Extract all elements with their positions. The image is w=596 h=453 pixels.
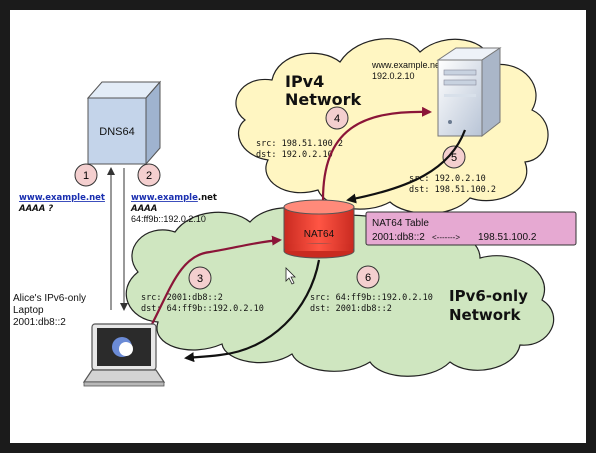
- response-address: 64:ff9b::192.0.2.10: [131, 214, 206, 224]
- diagram-canvas: DNS64 1 2 3 4 5 6 www.example.net AAAA ?…: [13, 38, 577, 387]
- ipv4-network-subtitle: Network: [285, 90, 362, 109]
- packet4-dst: dst: 192.0.2.10: [256, 150, 333, 160]
- step-4-circle: 4: [325, 106, 349, 130]
- packet5-dst: dst: 198.51.100.2: [409, 185, 496, 195]
- packet6-dst: dst: 2001:db8::2: [310, 304, 392, 314]
- dns64-server-box: DNS64: [86, 80, 162, 166]
- laptop-label-line3: 2001:db8::2: [13, 317, 66, 328]
- nat64-table-arrow: <------->: [432, 233, 460, 242]
- response-domain: www.example.net: [131, 193, 217, 203]
- packet4-src: src: 198.51.100.2: [256, 139, 343, 149]
- server-ip: 192.0.2.10: [372, 71, 415, 81]
- step-3-label: 3: [197, 273, 203, 285]
- flow-arrow-server-to-nat: [346, 129, 467, 204]
- web-server-icon: [436, 47, 502, 138]
- laptop-icon: [82, 323, 166, 387]
- dns64-label: DNS64: [99, 126, 134, 138]
- step-1-label: 1: [83, 170, 89, 182]
- ipv6-network-title: IPv6-only: [449, 287, 528, 305]
- packet6-src: src: 64:ff9b::192.0.2.10: [310, 293, 433, 303]
- mouse-pointer-icon: [285, 267, 296, 285]
- ipv6-cloud: [125, 207, 555, 377]
- step-5-circle: 5: [442, 145, 466, 169]
- flow-arrow-laptop-to-nat: [149, 235, 282, 329]
- response-type: AAAA: [130, 204, 157, 214]
- nat64-table-title: NAT64 Table: [372, 218, 429, 229]
- packet3-src: src: 2001:db8::2: [141, 293, 223, 303]
- step-1-circle: 1: [74, 163, 98, 187]
- nat64-table: NAT64 Table 2001:db8::2 <-------> 198.51…: [365, 211, 577, 246]
- laptop-label-line1: Alice's IPv6-only: [13, 293, 86, 304]
- query-type: AAAA ?: [18, 204, 53, 214]
- laptop-label-line2: Laptop: [13, 305, 44, 316]
- nat64-label: NAT64: [304, 229, 335, 240]
- packet5-src: src: 192.0.2.10: [409, 174, 486, 184]
- step-2-circle: 2: [137, 163, 161, 187]
- nat64-device: NAT64: [283, 199, 355, 259]
- step-3-circle: 3: [188, 266, 212, 290]
- query-domain: www.example.net: [19, 193, 105, 203]
- step-2-label: 2: [146, 170, 152, 182]
- flow-arrow-nat-to-server: [321, 106, 432, 201]
- step-5-label: 5: [451, 152, 457, 164]
- step-6-label: 6: [365, 272, 371, 284]
- ipv4-network-title: IPv4: [285, 72, 324, 91]
- step-6-circle: 6: [356, 265, 380, 289]
- diagram-slide: DNS64 1 2 3 4 5 6 www.example.net AAAA ?…: [10, 10, 586, 443]
- ipv6-network-subtitle: Network: [449, 306, 521, 324]
- nat64-table-right: 198.51.100.2: [478, 232, 537, 243]
- packet3-dst: dst: 64:ff9b::192.0.2.10: [141, 304, 264, 314]
- nat64-table-left: 2001:db8::2: [372, 232, 425, 243]
- server-name: www.example.net: [371, 60, 443, 70]
- flow-arrow-nat-to-laptop: [184, 259, 321, 363]
- step-4-label: 4: [334, 113, 340, 125]
